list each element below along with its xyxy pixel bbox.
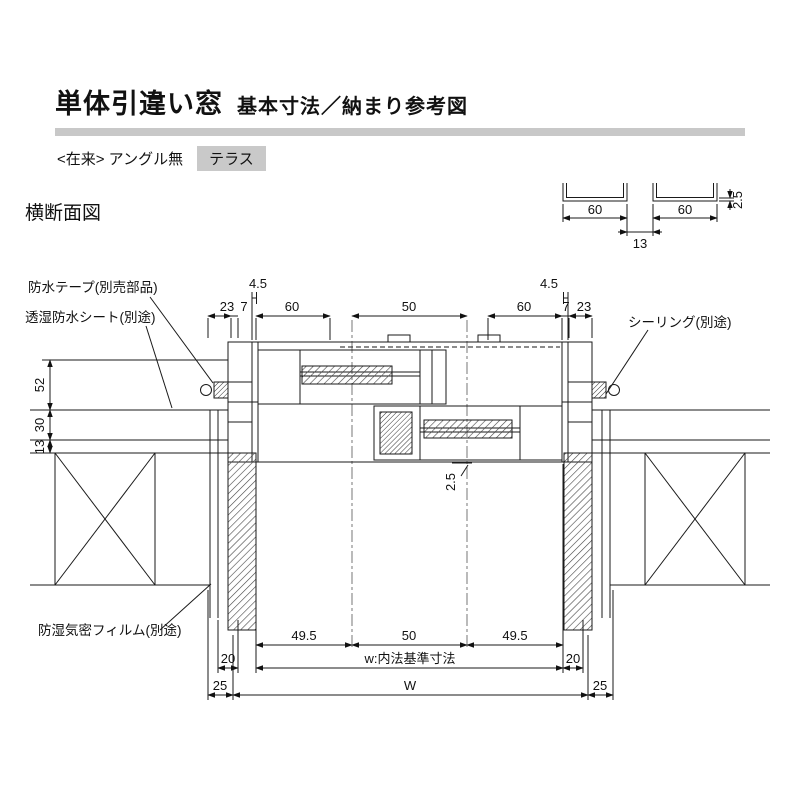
dim-20-left: 20: [221, 651, 235, 666]
dim-23-top-left: 23: [220, 299, 234, 314]
callout-breathable-sheet: 透湿防水シート(別途): [25, 309, 156, 325]
dim-52-vertical: 52: [32, 378, 47, 392]
dim-7-top-right: 7: [562, 299, 569, 314]
detail-dim-60-right: 60: [678, 202, 692, 217]
dim-60-top-left: 60: [285, 299, 299, 314]
top-detail-drawing: 60 60 13 2.5: [562, 183, 745, 251]
variant-tag-terrace: テラス: [197, 146, 266, 171]
dim-49-5-left: 49.5: [291, 628, 316, 643]
outer-sash: [257, 349, 447, 405]
leader-moisture-film: [159, 583, 212, 631]
dim-w-inner-standard: w:内法基準寸法: [363, 651, 455, 666]
dim-30-vertical: 30: [32, 418, 47, 432]
outer-sash-glazing: [301, 365, 393, 385]
technical-drawing: 60 60 13 2.5: [25, 183, 770, 700]
leader-sealing: [605, 329, 649, 395]
top-dimension-chain: 4.5 4.5 23 7 60 50 60 7 23: [207, 276, 593, 340]
leader-breathable-sheet: [145, 325, 173, 409]
dim-60-top-right: 60: [517, 299, 531, 314]
dim-2-5-mid: 2.5: [443, 473, 458, 491]
dim-13-vertical: 13: [32, 440, 47, 454]
variant-prefix: <在来> アングル無: [57, 151, 184, 168]
dim-20-right: 20: [566, 651, 580, 666]
inner-sash-glazing: [423, 419, 513, 439]
dim-W-overall: W: [404, 678, 417, 693]
dim-23-top-right: 23: [577, 299, 591, 314]
leader-waterproof-tape: [149, 296, 214, 384]
jamb-columns: [227, 452, 593, 631]
sash-centerlines: [351, 320, 468, 650]
callout-labels: 防水テープ(別売部品) 透湿防水シート(別途) シーリング(別途) 防湿気密フィ…: [25, 280, 732, 638]
window-frame-section: [200, 334, 620, 463]
left-jamb-column: [227, 452, 257, 631]
dim-25-right: 25: [593, 678, 607, 693]
waterproof-tape-marker-left: [213, 381, 229, 399]
dim-50-bottom: 50: [402, 628, 416, 643]
dim-49-5-right: 49.5: [502, 628, 527, 643]
channel-profile-left: [562, 183, 628, 202]
detail-dim-60-left: 60: [588, 202, 602, 217]
detail-dim-13: 13: [633, 236, 647, 251]
left-wall-section: [30, 359, 228, 618]
dim-4-5-right: 4.5: [540, 276, 558, 291]
right-jamb-column: [563, 452, 593, 631]
title-underline-bar: [55, 128, 745, 136]
left-vertical-dimensions: 52 30 13: [32, 359, 53, 454]
title-sub: 基本寸法／納まり参考図: [237, 96, 468, 118]
right-wall-section: [592, 409, 770, 618]
title-main: 単体引違い窓: [55, 89, 223, 119]
callout-waterproof-tape: 防水テープ(別売部品): [28, 280, 158, 295]
page-title: 単体引違い窓 基本寸法／納まり参考図: [55, 82, 468, 121]
bottom-dimension-chains: 49.5 50 49.5 20 w:内法基準寸法 20 25 W 25 2.5: [207, 459, 614, 700]
detail-dim-2-5: 2.5: [730, 191, 745, 209]
channel-profile-right: [652, 183, 718, 202]
variant-row: <在来> アングル無 テラス: [57, 146, 266, 171]
callout-sealing: シーリング(別途): [628, 314, 732, 330]
dim-7-top-left: 7: [240, 299, 247, 314]
callout-moisture-film: 防湿気密フィルム(別途): [38, 622, 181, 638]
dim-50-top: 50: [402, 299, 416, 314]
dim-25-left: 25: [213, 678, 227, 693]
section-view-label: 横断面図: [25, 203, 102, 224]
dim-4-5-left: 4.5: [249, 276, 267, 291]
sealing-marker-right: [591, 381, 607, 399]
meeting-stile-block: [379, 411, 413, 455]
